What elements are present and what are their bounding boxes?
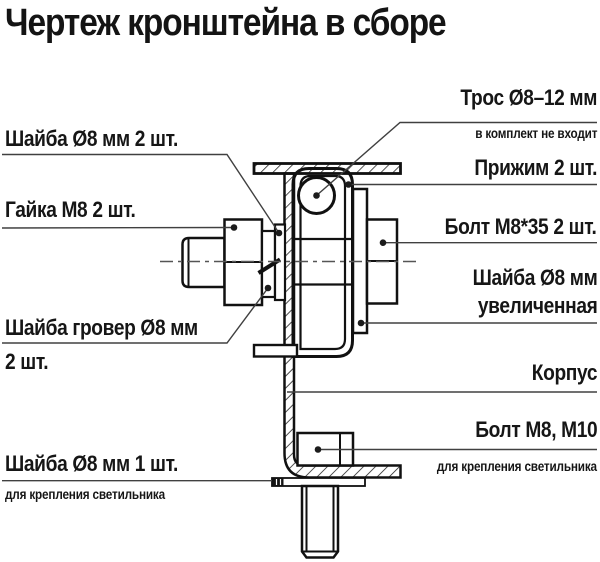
corpus-top-flange — [252, 162, 402, 175]
left-fastener — [181, 218, 287, 307]
page-title: Чертеж кронштейна в сборе — [5, 2, 447, 44]
label-bolt-m8-m10-note: для крепления светильника — [437, 459, 597, 474]
bottom-bolt-head — [296, 431, 355, 467]
leader-lines — [1, 121, 597, 482]
label-bolt-m8-m10: Болт М8, М10 — [474, 417, 597, 442]
bottom-bolt — [271, 431, 366, 559]
label-cable: Трос Ø8–12 мм — [460, 85, 597, 110]
label-clamp: Прижим 2 шт. — [474, 155, 597, 180]
leader-dots — [230, 181, 387, 453]
label-body: Корпус — [531, 360, 598, 385]
label-cable-note: в комплект не входит — [474, 126, 597, 141]
label-spring-washer-line1: Шайба гровер Ø8 мм — [5, 315, 198, 340]
left-bolt-end — [181, 236, 226, 289]
label-bolt-m8x35: Болт М8*35 2 шт. — [445, 214, 597, 239]
label-nut-m8: Гайка М8 2 шт. — [5, 197, 136, 222]
label-washer-d8-1pc-note: для крепления светильника — [5, 487, 165, 502]
label-enlarged-washer-line1: Шайба Ø8 мм — [472, 265, 597, 290]
label-enlarged-washer-line2: увеличенная — [477, 293, 597, 318]
label-washer-d8-1pc: Шайба Ø8 мм 1 шт. — [5, 451, 178, 476]
label-spring-washer-line2: 2 шт. — [5, 349, 49, 374]
bottom-washer-section — [272, 478, 284, 486]
corpus-middle-flange — [252, 343, 299, 358]
corpus-part — [252, 162, 402, 479]
label-washer-d8-2pcs: Шайба Ø8 мм 2 шт. — [5, 126, 178, 151]
